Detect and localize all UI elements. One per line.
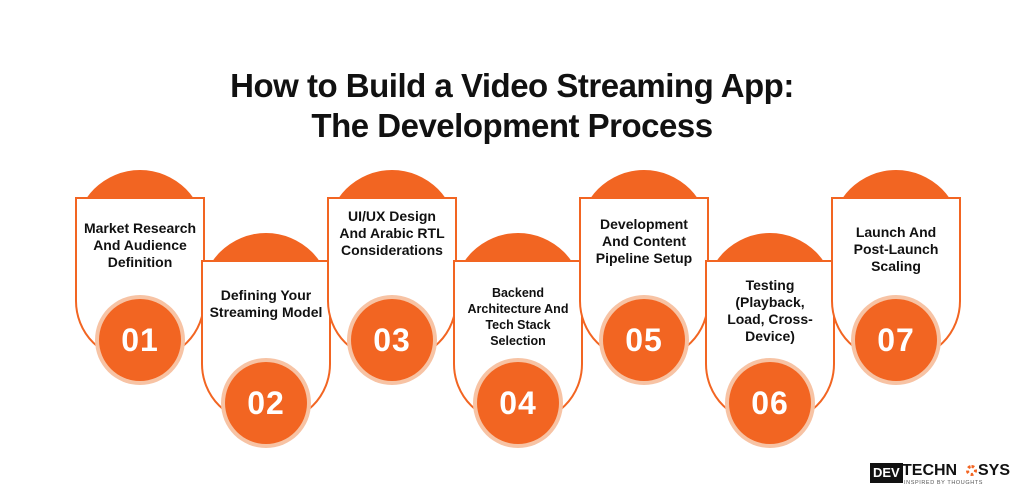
title-line-2: The Development Process — [311, 107, 713, 144]
logo-dev-text: DEV — [870, 463, 903, 483]
step-4-label: Backend Architecture And Tech Stack Sele… — [467, 286, 569, 348]
step-1-number: 01 — [99, 299, 181, 381]
step-6-label: Testing (Playback, Load, Cross-Device) — [727, 277, 813, 344]
gear-icon — [966, 465, 977, 476]
step-2-number: 02 — [225, 362, 307, 444]
step-5-label: Development And Content Pipeline Setup — [595, 216, 693, 266]
page-title: How to Build a Video Streaming App: The … — [0, 66, 1024, 146]
step-3-number: 03 — [351, 299, 433, 381]
brand-logo: DEV TECHN SYS INSPIRED BY THOUGHTS — [870, 461, 1014, 487]
step-2-label: Defining Your Streaming Model — [209, 287, 323, 320]
step-7: Launch And Post-Launch Scaling 07 — [831, 170, 961, 385]
step-1-label: Market Research And Audience Definition — [83, 220, 197, 270]
step-4-number: 04 — [477, 362, 559, 444]
step-7-number: 07 — [855, 299, 937, 381]
step-3-label: UI/UX Design And Arabic RTL Consideratio… — [339, 208, 445, 258]
step-1: Market Research And Audience Definition … — [75, 170, 205, 385]
logo-tagline: INSPIRED BY THOUGHTS — [904, 480, 984, 486]
logo-techno-text: TECHN — [902, 462, 958, 479]
logo-sys-text: SYS — [978, 462, 1011, 479]
step-6-number: 06 — [729, 362, 811, 444]
step-2: Defining Your Streaming Model 02 — [201, 233, 331, 448]
step-3: UI/UX Design And Arabic RTL Consideratio… — [327, 170, 457, 385]
step-7-label: Launch And Post-Launch Scaling — [853, 224, 939, 274]
step-6: Testing (Playback, Load, Cross-Device) 0… — [705, 233, 835, 448]
step-5-number: 05 — [603, 299, 685, 381]
step-5: Development And Content Pipeline Setup 0… — [579, 170, 709, 385]
step-4: Backend Architecture And Tech Stack Sele… — [453, 233, 583, 448]
title-line-1: How to Build a Video Streaming App: — [230, 67, 794, 104]
